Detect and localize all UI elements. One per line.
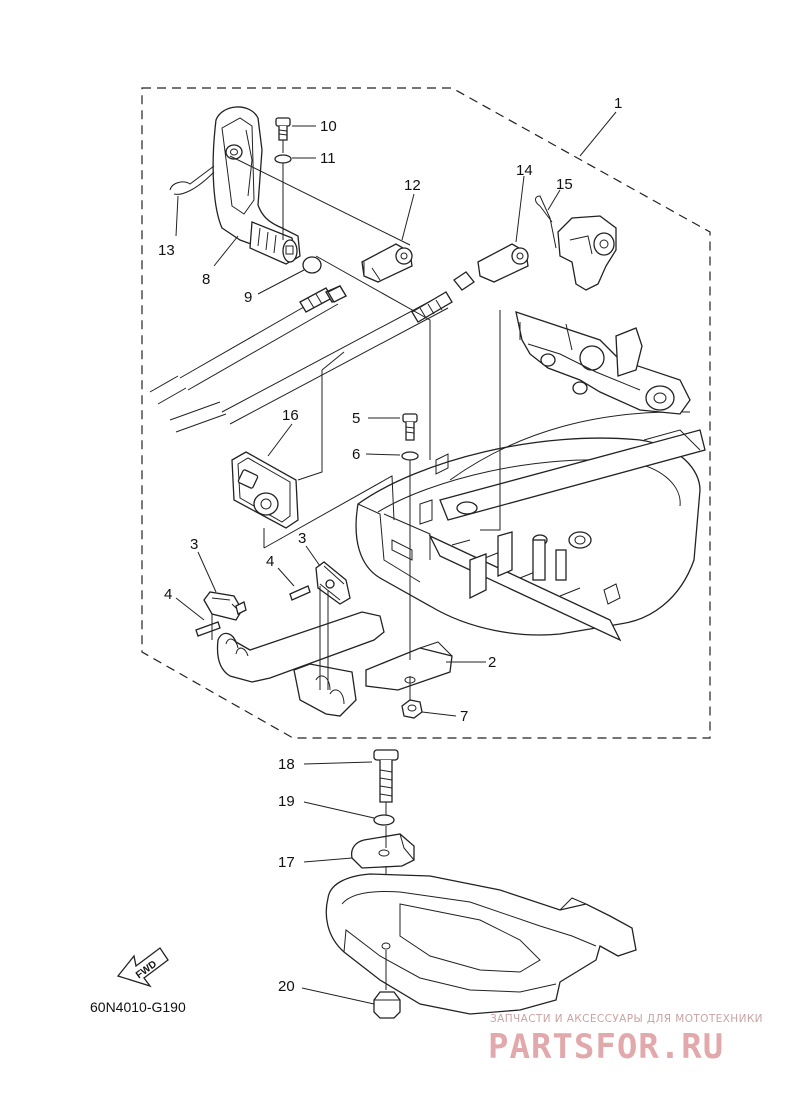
part-5-bolt[interactable] xyxy=(402,413,418,441)
callout-13: 13 xyxy=(158,242,175,259)
part-16-grommet[interactable] xyxy=(231,451,299,529)
callout-4-left: 4 xyxy=(164,586,172,603)
callout-2: 2 xyxy=(488,654,496,671)
watermark-brand: PARTSFOR.RU xyxy=(488,1027,724,1067)
callout-8: 8 xyxy=(202,271,210,288)
part-15-clip[interactable] xyxy=(535,195,557,249)
part-10-bolt[interactable] xyxy=(275,117,291,141)
callouts: 1 2 3 3 4 4 5 6 7 8 9 10 11 12 13 14 15 xyxy=(158,95,622,1005)
part-4-pin-right[interactable] xyxy=(289,585,311,601)
callout-3-right: 3 xyxy=(298,530,306,547)
part-19-washer[interactable] xyxy=(373,814,395,826)
part-17-plate[interactable] xyxy=(350,833,415,869)
part-7-nut[interactable] xyxy=(401,699,423,719)
diagram-code: 60N4010-G190 xyxy=(90,999,186,1015)
callout-15: 15 xyxy=(556,176,573,193)
cable-nut-left xyxy=(327,285,347,303)
part-13-clip[interactable] xyxy=(169,165,215,195)
callout-4-right: 4 xyxy=(266,553,274,570)
part-14-joint[interactable] xyxy=(477,243,529,283)
part-8-handle[interactable] xyxy=(212,106,301,265)
callout-11: 11 xyxy=(320,150,336,167)
part-9-o-ring[interactable] xyxy=(302,256,322,274)
control-cable-lower xyxy=(169,271,475,433)
callout-16: 16 xyxy=(282,407,299,424)
bottom-cowling xyxy=(355,411,706,642)
callout-6: 6 xyxy=(352,446,360,463)
mounting-bracket-lower xyxy=(325,873,637,1015)
callout-17: 17 xyxy=(278,854,295,871)
lever-arm xyxy=(557,215,617,291)
callout-19: 19 xyxy=(278,793,295,810)
part-6-washer[interactable] xyxy=(401,451,419,461)
part-20-nut[interactable] xyxy=(373,991,401,1019)
callout-7: 7 xyxy=(460,708,468,725)
shift-mechanism xyxy=(515,311,691,415)
callout-5: 5 xyxy=(352,410,360,427)
callout-20: 20 xyxy=(278,978,295,995)
part-3-holder-left[interactable] xyxy=(203,591,247,621)
part-11-washer[interactable] xyxy=(274,154,292,164)
callout-10: 10 xyxy=(320,118,337,135)
assembly-guide-lines xyxy=(211,140,501,700)
part-2-bracket[interactable] xyxy=(216,611,453,717)
callout-12: 12 xyxy=(404,177,421,194)
callout-1: 1 xyxy=(614,95,622,112)
callout-3-left: 3 xyxy=(190,536,198,553)
part-18-bolt[interactable] xyxy=(373,749,399,803)
watermark-tagline: ЗАПЧАСТИ И АКСЕССУАРЫ ДЛЯ МОТОТЕХНИКИ xyxy=(490,1013,763,1025)
part-3-holder-right[interactable] xyxy=(315,561,351,605)
fwd-arrow: FWD xyxy=(116,947,169,988)
part-12-joint[interactable] xyxy=(361,243,413,283)
callout-14: 14 xyxy=(516,162,533,179)
callout-9: 9 xyxy=(244,289,252,306)
assembly-boundary xyxy=(141,87,711,739)
part-4-pin-left[interactable] xyxy=(195,621,221,637)
callout-18: 18 xyxy=(278,756,295,773)
